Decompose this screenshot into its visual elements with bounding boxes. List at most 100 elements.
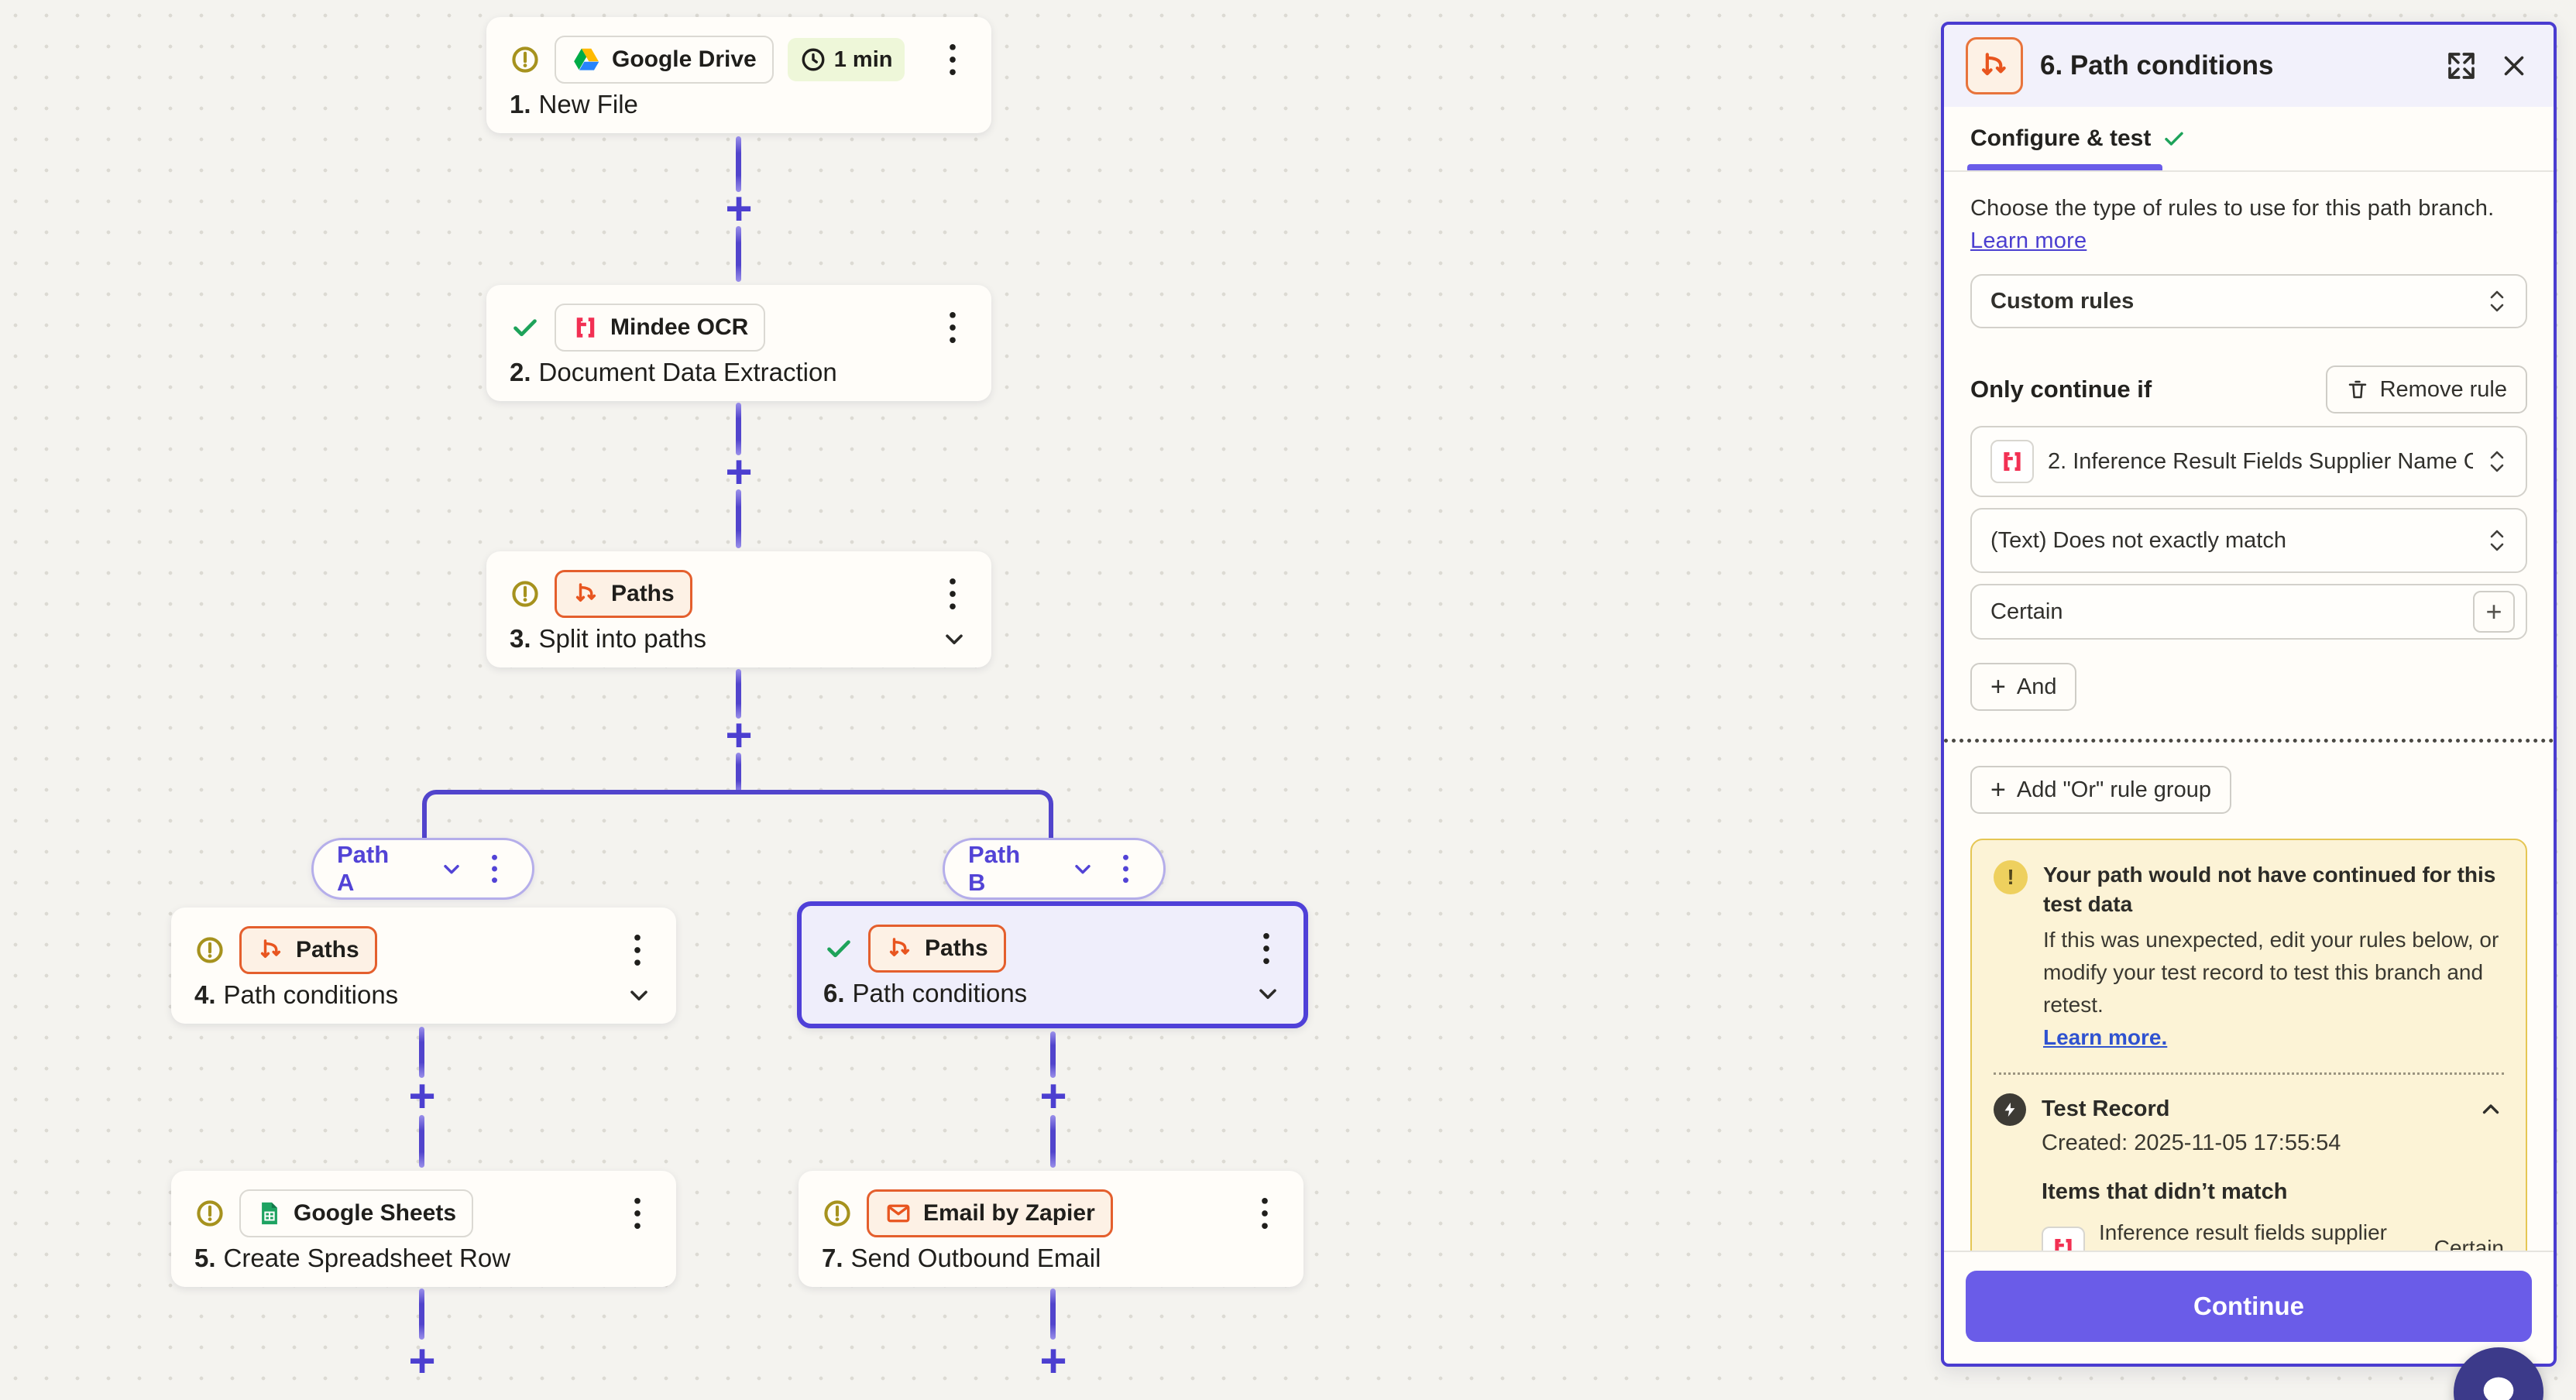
kebab-menu-icon[interactable] — [479, 850, 509, 887]
alert-title: Your path would not have continued for t… — [2043, 863, 2496, 916]
add-step-button[interactable]: + — [1039, 1070, 1067, 1122]
chevron-up-icon[interactable] — [2478, 1096, 2504, 1123]
app-name: Mindee OCR — [610, 314, 749, 340]
kebab-menu-icon[interactable] — [1251, 930, 1282, 967]
close-icon[interactable] — [2496, 48, 2532, 84]
path-b-pill[interactable]: Path B — [943, 838, 1166, 900]
node-6-path-conditions-selected[interactable]: Paths 6. Path conditions — [797, 901, 1308, 1028]
rule-field-select[interactable]: 2. Inference Result Fields Supplier Name… — [1970, 426, 2527, 498]
alert-warning-icon: ! — [1994, 860, 2028, 895]
warning-icon — [194, 935, 225, 966]
connector-line — [736, 753, 741, 793]
paths-icon — [1966, 37, 2023, 94]
app-name: Paths — [925, 935, 988, 961]
mindee-icon — [1990, 440, 2034, 484]
node-2-document-data-extraction[interactable]: Mindee OCR 2. Document Data Extraction — [486, 285, 991, 401]
clock-icon — [800, 46, 826, 73]
kebab-menu-icon[interactable] — [622, 1195, 653, 1232]
alert-body-text: If this was unexpected, edit your rules … — [2043, 927, 2499, 1017]
insert-data-button[interactable]: + — [2473, 591, 2515, 633]
kebab-menu-icon[interactable] — [622, 932, 653, 969]
add-or-rule-group-button[interactable]: + Add "Or" rule group — [1970, 766, 2231, 815]
unmatched-item-label: Inference result fields supplier name co… — [2099, 1220, 2387, 1244]
step-title: Create Spreadsheet Row — [223, 1244, 511, 1272]
only-continue-if-label: Only continue if — [1970, 376, 2152, 403]
remove-rule-label: Remove rule — [2379, 376, 2507, 402]
tab-label: Configure & test — [1970, 125, 2152, 151]
and-button[interactable]: + And — [1970, 663, 2077, 712]
expand-icon[interactable] — [2444, 48, 2479, 84]
kebab-menu-icon[interactable] — [937, 575, 968, 612]
lightning-icon — [1994, 1093, 2026, 1126]
connector-line — [736, 669, 741, 719]
connector-line — [736, 226, 741, 282]
rule-field-value: 2. Inference Result Fields Supplier Name… — [2048, 448, 2473, 474]
warning-icon — [194, 1198, 225, 1229]
kebab-menu-icon[interactable] — [937, 309, 968, 346]
node-3-split-into-paths[interactable]: Paths 3. Split into paths — [486, 551, 991, 667]
app-name: Paths — [611, 581, 675, 606]
chevron-down-icon[interactable] — [1070, 856, 1095, 881]
warning-icon — [510, 44, 541, 75]
app-pill-paths: Paths — [868, 925, 1006, 973]
node-4-path-conditions[interactable]: Paths 4. Path conditions — [171, 908, 676, 1024]
chevron-down-icon[interactable] — [439, 856, 464, 881]
connector-line — [736, 136, 741, 192]
remove-rule-button[interactable]: Remove rule — [2325, 365, 2527, 414]
tab-configure-test[interactable]: Configure & test — [1970, 125, 2186, 152]
test-result-alert: ! Your path would not have continued for… — [1970, 839, 2527, 1251]
app-pill-google-drive: Google Drive — [555, 36, 774, 84]
plus-icon: + — [1990, 672, 2006, 702]
connector-line — [736, 489, 741, 548]
panel-title: 6. Path conditions — [2040, 50, 2274, 81]
add-step-button[interactable]: + — [725, 446, 753, 498]
step-number: 2. — [510, 358, 531, 386]
step-title: Send Outbound Email — [850, 1244, 1101, 1272]
panel-footer: Continue — [1944, 1251, 2554, 1364]
test-record-title: Test Record — [2042, 1096, 2170, 1122]
continue-button[interactable]: Continue — [1966, 1271, 2532, 1342]
rule-operator-select[interactable]: (Text) Does not exactly match — [1970, 508, 2527, 574]
chevron-down-icon[interactable] — [625, 981, 653, 1009]
connector-line — [419, 1115, 424, 1168]
step-number: 4. — [194, 980, 216, 1009]
add-step-button[interactable]: + — [408, 1335, 436, 1387]
add-step-button[interactable]: + — [1039, 1335, 1067, 1387]
step-title: Document Data Extraction — [538, 358, 837, 386]
alert-divider — [1994, 1072, 2504, 1075]
active-tab-indicator — [1967, 164, 2162, 170]
node-5-create-spreadsheet-row[interactable]: Google Sheets 5. Create Spreadsheet Row — [171, 1171, 676, 1287]
app-name: Email by Zapier — [923, 1200, 1095, 1226]
success-check-icon — [510, 312, 541, 343]
step-number: 6. — [823, 979, 845, 1007]
success-check-icon — [823, 933, 854, 964]
rule-value-input[interactable]: Certain + — [1970, 584, 2527, 640]
kebab-menu-icon[interactable] — [937, 41, 968, 78]
rule-type-select[interactable]: Custom rules — [1970, 274, 2527, 329]
chevron-down-icon[interactable] — [1254, 980, 1282, 1007]
unmatched-item-value: Certain — [2433, 1236, 2504, 1251]
panel-body: Choose the type of rules to use for this… — [1944, 172, 2554, 1251]
add-step-button[interactable]: + — [725, 183, 753, 235]
path-a-pill[interactable]: Path A — [311, 838, 534, 900]
mindee-icon — [572, 314, 599, 341]
learn-more-link[interactable]: Learn more — [1970, 228, 2087, 254]
chevron-down-icon[interactable] — [940, 625, 968, 653]
kebab-menu-icon[interactable] — [1249, 1195, 1280, 1232]
path-label: Path B — [968, 841, 1021, 896]
add-step-button[interactable]: + — [408, 1070, 436, 1122]
step-number: 3. — [510, 624, 531, 653]
duration-badge: 1 min — [787, 38, 905, 81]
app-name: Google Sheets — [294, 1200, 457, 1226]
node-7-send-outbound-email[interactable]: Email by Zapier 7. Send Outbound Email — [799, 1171, 1303, 1287]
trash-icon — [2348, 380, 2366, 399]
kebab-menu-icon[interactable] — [1111, 850, 1140, 887]
step-config-panel: 6. Path conditions Configure & test Choo… — [1941, 22, 2557, 1367]
node-1-new-file[interactable]: Google Drive 1 min 1. New File — [486, 17, 991, 133]
alert-learn-more-link[interactable]: Learn more. — [2043, 1024, 2168, 1049]
connector-line — [419, 1288, 424, 1340]
paths-icon — [886, 935, 914, 962]
google-sheets-icon — [256, 1200, 283, 1227]
add-step-button[interactable]: + — [725, 709, 753, 761]
